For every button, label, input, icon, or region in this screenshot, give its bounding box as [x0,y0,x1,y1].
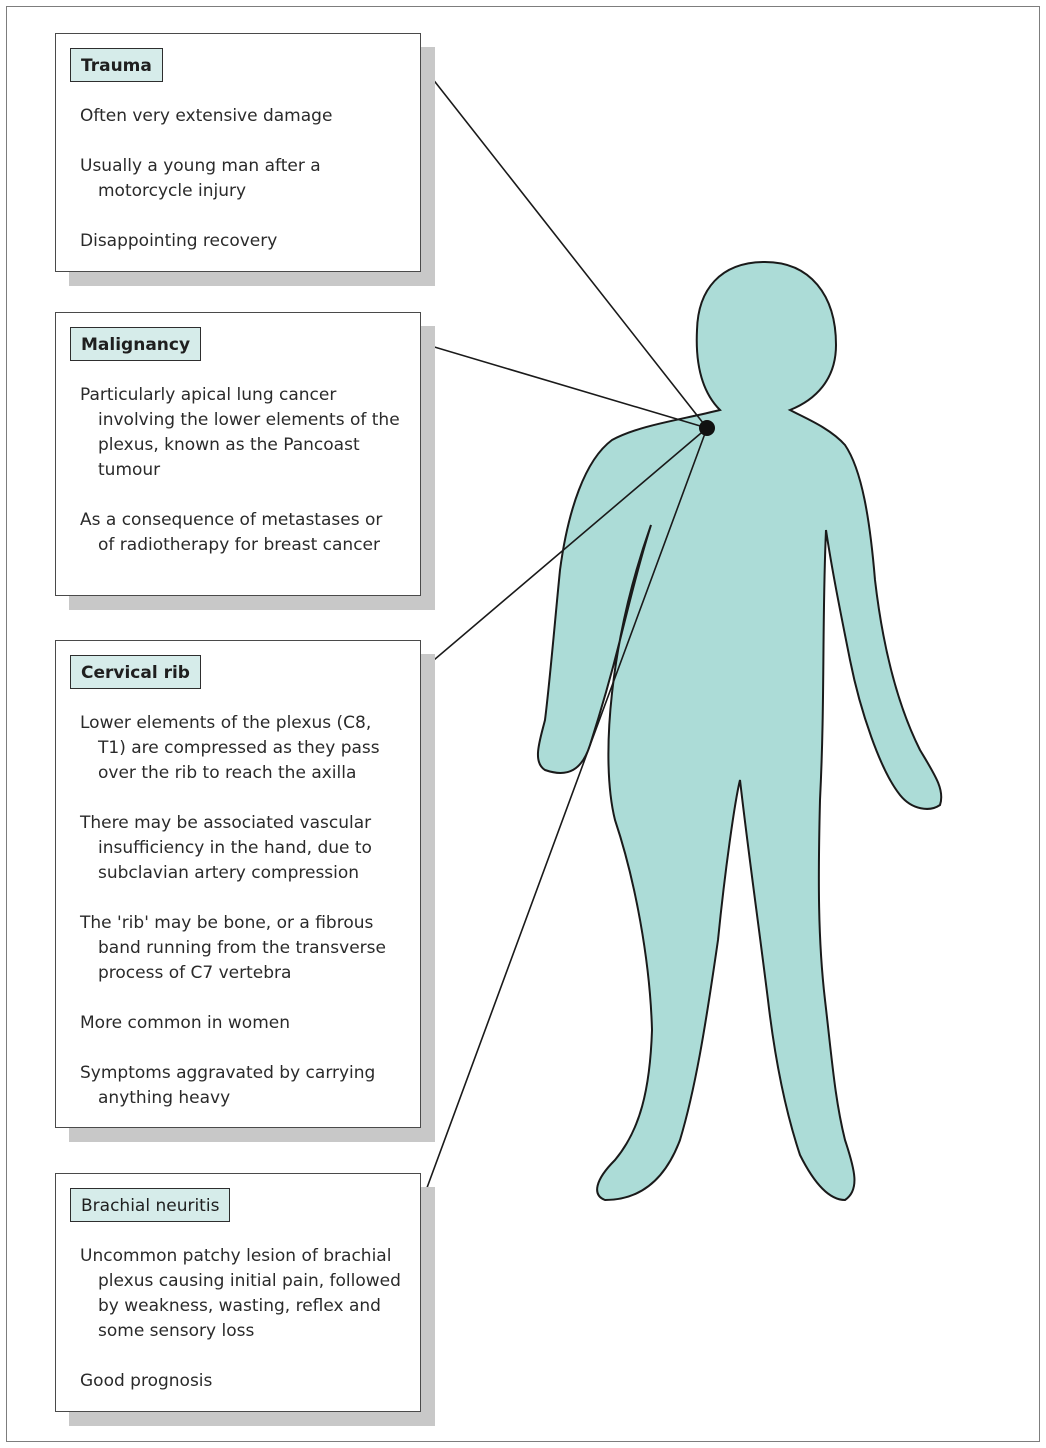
card-items: Lower elements of the plexus (C8, T1) ar… [80,711,404,1136]
card-item: Symptoms aggravated by carrying anything… [80,1063,376,1108]
card-body: Trauma Often very extensive damage Usual… [55,33,421,272]
card-item: Good prognosis [80,1371,213,1391]
brachial-plexus-marker [699,420,715,436]
card-title: Malignancy [70,327,202,361]
card-body: Brachial neuritis Uncommon patchy lesion… [55,1173,421,1412]
brachial-neuritis-card: Brachial neuritis Uncommon patchy lesion… [55,1173,435,1426]
figure-frame [6,6,1040,1442]
cervical-rib-card: Cervical rib Lower elements of the plexu… [55,640,435,1142]
card-item: Lower elements of the plexus (C8, T1) ar… [80,713,380,783]
card-item: The 'rib' may be bone, or a fibrous band… [80,913,386,983]
card-items: Particularly apical lung cancer involvin… [80,383,404,583]
card-body: Cervical rib Lower elements of the plexu… [55,640,421,1128]
card-item: Disappointing recovery [80,231,278,251]
trauma-card: Trauma Often very extensive damage Usual… [55,33,435,286]
card-item: Uncommon patchy lesion of brachial plexu… [80,1246,401,1341]
card-title: Brachial neuritis [70,1188,231,1222]
malignancy-card: Malignancy Particularly apical lung canc… [55,312,435,610]
card-title: Cervical rib [70,655,201,689]
body-silhouette [536,260,943,1202]
card-item: Often very extensive damage [80,106,333,126]
card-item: Usually a young man after a motorcycle i… [80,156,321,201]
card-items: Often very extensive damage Usually a yo… [80,104,404,279]
card-item: There may be associated vascular insuffi… [80,813,372,883]
card-item: Particularly apical lung cancer involvin… [80,385,400,480]
card-body: Malignancy Particularly apical lung canc… [55,312,421,596]
card-item: As a consequence of metastases or of rad… [80,510,383,555]
card-item: More common in women [80,1013,290,1033]
card-items: Uncommon patchy lesion of brachial plexu… [80,1244,404,1419]
card-title: Trauma [70,48,163,82]
